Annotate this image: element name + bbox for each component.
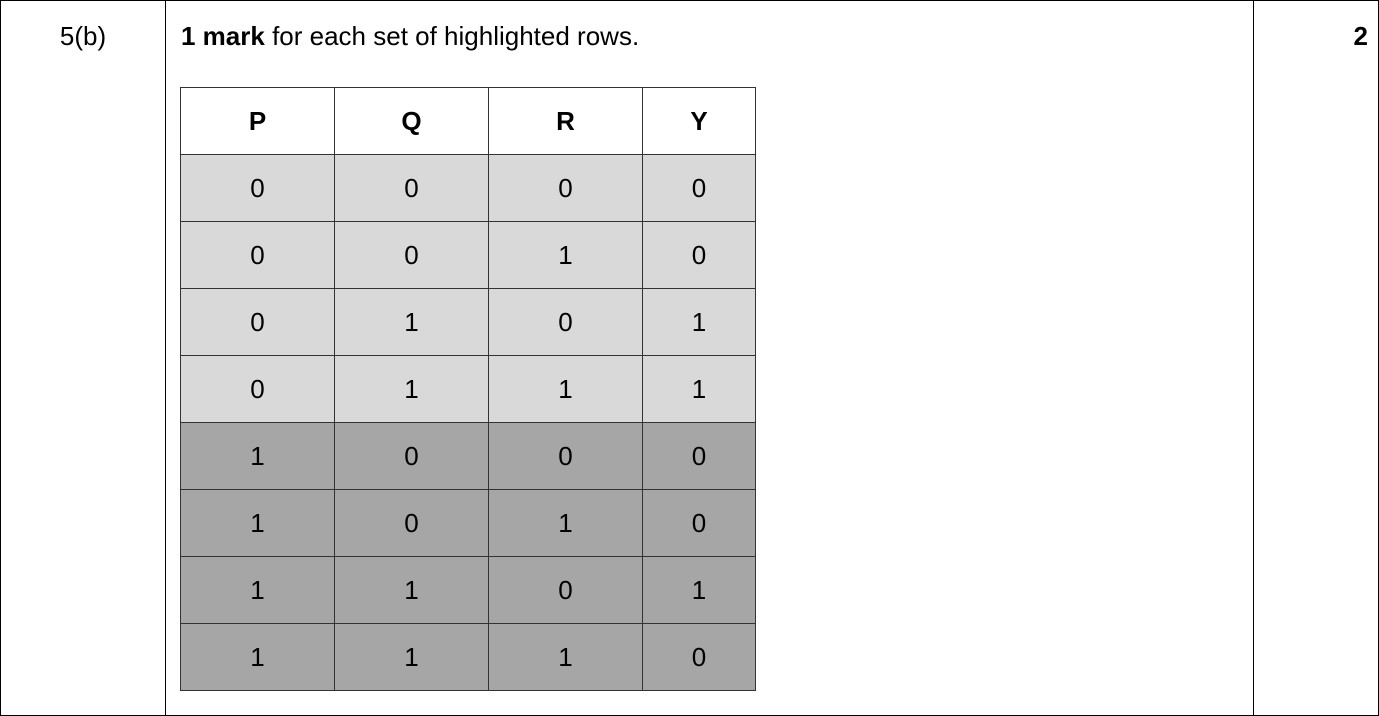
cell-y: 0: [642, 221, 756, 289]
cell-p: 0: [180, 154, 335, 222]
question-column: 5(b): [0, 0, 166, 716]
header-p: P: [180, 87, 335, 155]
cell-r: 1: [488, 355, 643, 423]
header-r: R: [488, 87, 643, 155]
cell-p: 0: [180, 221, 335, 289]
header-q: Q: [334, 87, 489, 155]
cell-q: 1: [334, 556, 489, 624]
cell-r: 0: [488, 154, 643, 222]
question-number: 5(b): [59, 21, 107, 51]
cell-y: 0: [642, 422, 756, 490]
answer-column: 1 mark for each set of highlighted rows.…: [165, 0, 1254, 716]
cell-r: 1: [488, 489, 643, 557]
instruction-bold: 1 mark: [181, 21, 265, 51]
cell-r: 0: [488, 422, 643, 490]
cell-r: 1: [488, 623, 643, 691]
cell-p: 1: [180, 623, 335, 691]
cell-q: 1: [334, 355, 489, 423]
cell-y: 1: [642, 556, 756, 624]
cell-y: 0: [642, 489, 756, 557]
cell-r: 1: [488, 221, 643, 289]
cell-q: 0: [334, 154, 489, 222]
cell-y: 0: [642, 154, 756, 222]
truth-table-header-row: P Q R Y: [180, 87, 756, 155]
cell-q: 1: [334, 288, 489, 356]
cell-y: 1: [642, 288, 756, 356]
cell-q: 1: [334, 623, 489, 691]
marks-column: 2: [1253, 0, 1379, 716]
cell-q: 0: [334, 221, 489, 289]
marks-value: 2: [1353, 21, 1368, 51]
cell-y: 0: [642, 623, 756, 691]
cell-r: 0: [488, 288, 643, 356]
cell-p: 0: [180, 355, 335, 423]
cell-p: 1: [180, 556, 335, 624]
cell-p: 0: [180, 288, 335, 356]
instruction-text: for each set of highlighted rows.: [264, 21, 640, 51]
cell-q: 0: [334, 489, 489, 557]
cell-y: 1: [642, 355, 756, 423]
cell-q: 0: [334, 422, 489, 490]
answer-instruction: 1 mark for each set of highlighted rows.: [181, 19, 639, 53]
header-y: Y: [642, 87, 756, 155]
cell-p: 1: [180, 422, 335, 490]
cell-r: 0: [488, 556, 643, 624]
cell-p: 1: [180, 489, 335, 557]
